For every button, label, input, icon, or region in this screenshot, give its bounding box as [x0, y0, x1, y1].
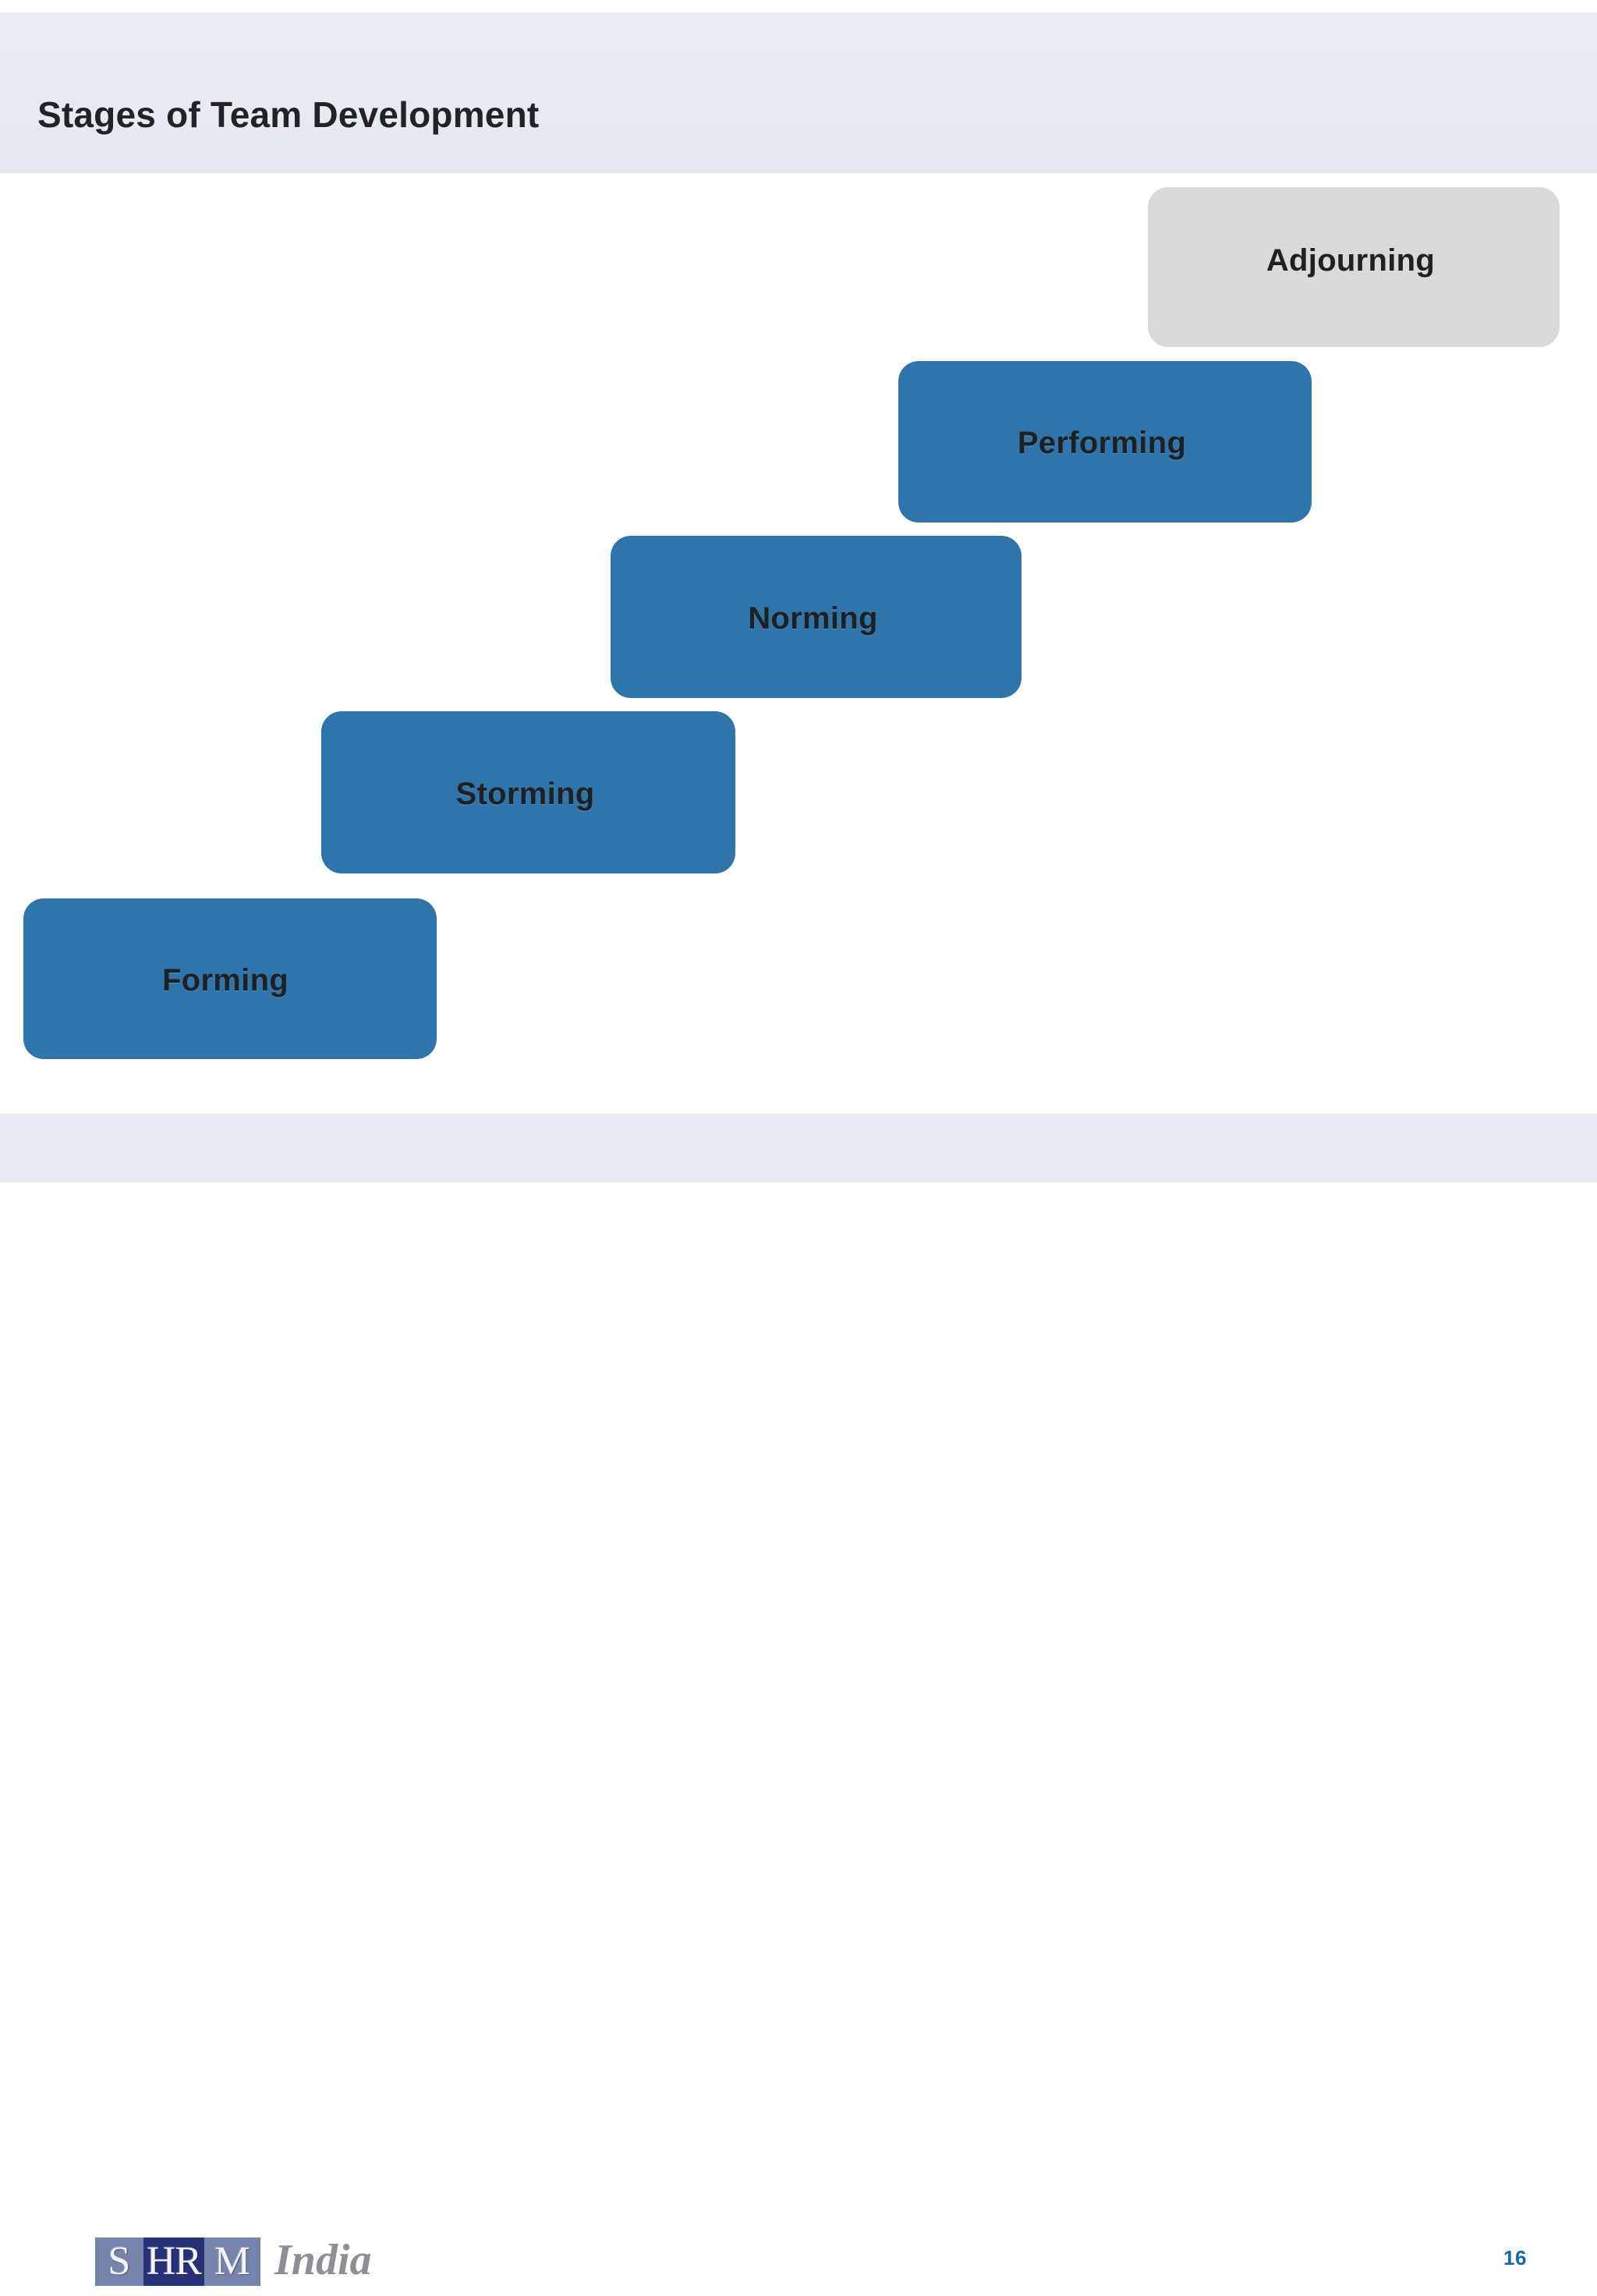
stage-box-norming[interactable]: Norming: [611, 536, 1022, 698]
shrm-logo-letters-hr: HR: [143, 2238, 204, 2286]
stage-box-storming[interactable]: Storming: [321, 711, 735, 873]
stage-box-forming[interactable]: Forming: [23, 898, 437, 1059]
slide-header-band: Stages of Team Development: [0, 12, 1597, 173]
stage-label-adjourning: Adjourning: [1266, 243, 1436, 278]
shrm-logo-blocks: S HR M: [95, 2238, 260, 2286]
stage-box-adjourning[interactable]: Adjourning: [1148, 187, 1560, 347]
stage-label-forming: Forming: [161, 962, 289, 997]
stage-label-performing: Performing: [1017, 426, 1187, 460]
shrm-india-logo: S HR M India: [95, 2227, 372, 2296]
page-title: Stages of Team Development: [37, 94, 540, 135]
stage-label-norming: Norming: [748, 601, 878, 636]
shrm-logo-letter-m: M: [204, 2238, 260, 2286]
slide-footer-band: S HR M India 16: [0, 1114, 1597, 2286]
shrm-logo-letter-s: S: [95, 2238, 143, 2286]
stage-label-storming: Storming: [455, 776, 595, 811]
shrm-logo-india-wordmark: India: [274, 2236, 372, 2284]
page-number: 16: [1503, 2246, 1527, 2269]
slide-canvas: Stages of Team Development Adjourning Pe…: [0, 12, 1597, 2286]
stage-box-performing[interactable]: Performing: [898, 361, 1312, 523]
